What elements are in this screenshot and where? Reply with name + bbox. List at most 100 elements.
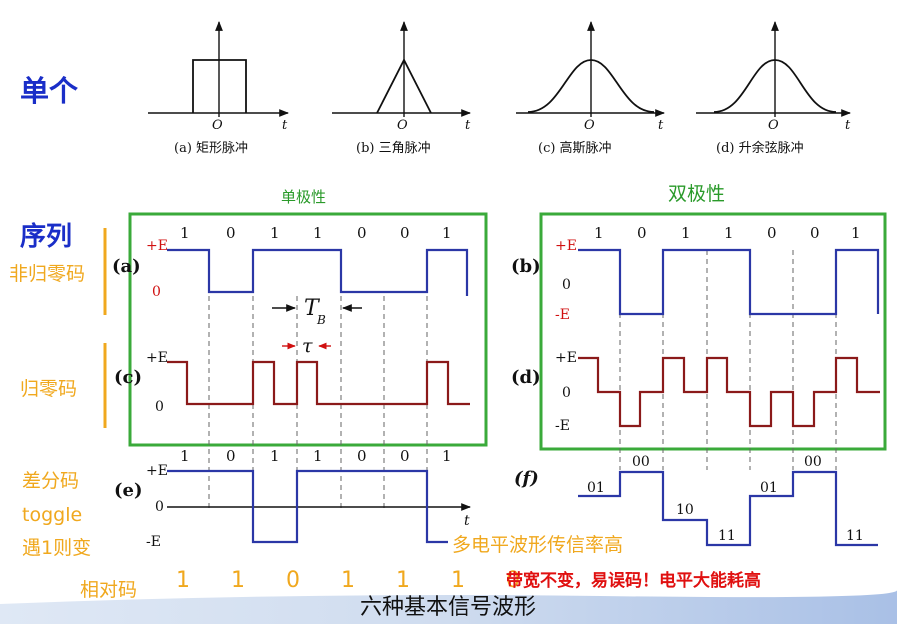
- waveform-differential: [167, 469, 448, 544]
- code-4: 11: [718, 528, 736, 544]
- c-plusE: +E: [146, 350, 168, 366]
- waveform-unipolar-nrz: [167, 248, 469, 296]
- relative-label: 相对码: [80, 579, 137, 601]
- panel-a-label: (a): [112, 256, 141, 277]
- panel-b-label: (b): [511, 256, 541, 277]
- pulse-a-origin: O: [212, 118, 223, 133]
- waveform-unipolar-rz: [167, 360, 470, 406]
- waveform-bipolar-rz: [578, 356, 880, 428]
- bandwidth-note: 带宽不变，易误码！电平大能耗高: [506, 570, 761, 591]
- bit-tr-2: 0: [637, 224, 647, 242]
- nrz-label: 非归零码: [9, 263, 85, 285]
- bit-tr-6: 0: [810, 224, 820, 242]
- bipolar-frame: [539, 212, 887, 451]
- bit-d-2: 0: [226, 447, 236, 465]
- bit-d-4: 1: [313, 447, 323, 465]
- e-zero: 0: [155, 499, 164, 515]
- tau-annotation: τ: [282, 335, 331, 357]
- diff-label-2: toggle: [22, 504, 82, 526]
- code-7: 11: [846, 528, 864, 544]
- d-plusE: +E: [555, 350, 577, 366]
- gaussian-pulse: [527, 59, 655, 113]
- code-1: 01: [587, 480, 605, 496]
- diff-t-label: t: [464, 513, 470, 529]
- level-labels: +E 0 +E 0 +E 0 -E +E 0 -E +E 0 -E: [146, 238, 577, 550]
- pulse-d-t: t: [845, 118, 851, 133]
- bit-row-diff: 1 0 1 1 0 0 1: [180, 447, 452, 465]
- pulse-c-t: t: [658, 118, 664, 133]
- e-minusE: -E: [146, 534, 161, 550]
- unipolar-title: 单极性: [281, 188, 326, 206]
- c-zero: 0: [155, 399, 164, 415]
- pulse-a-t: t: [282, 118, 288, 133]
- tb-subscript: B: [316, 313, 326, 327]
- tb-annotation: T B: [272, 296, 362, 327]
- rz-label: 归零码: [20, 378, 77, 400]
- code-6: 00: [804, 454, 822, 470]
- pulse-a-caption: (a) 矩形脉冲: [174, 141, 248, 156]
- bit-row-top-left: 1 0 1 1 0 0 1: [180, 224, 452, 242]
- bit-tr-3: 1: [681, 224, 691, 242]
- waveform-bipolar-nrz: [578, 248, 880, 316]
- bit-d-3: 1: [270, 447, 280, 465]
- b-minusE: -E: [555, 307, 570, 323]
- a-zero: 0: [152, 284, 161, 300]
- bit-d-5: 0: [357, 447, 367, 465]
- bit-tl-4: 1: [313, 224, 323, 242]
- pulse-b-t: t: [465, 118, 471, 133]
- pulse-c-origin: O: [584, 118, 595, 133]
- b-zero: 0: [562, 277, 571, 293]
- bit-tr-1: 1: [594, 224, 604, 242]
- triangle-pulse: [376, 58, 432, 114]
- bit-row-top-right: 1 0 1 1 0 0 1: [594, 224, 861, 242]
- orange-labels: 非归零码 归零码 差分码 toggle 遇1则变 相对码 1 1 0 1 1 1…: [9, 263, 623, 601]
- pulse-d-origin: O: [768, 118, 779, 133]
- pulse-b-caption: (b) 三角脉冲: [356, 141, 431, 156]
- bit-tl-1: 1: [180, 224, 190, 242]
- relative-digits: 1 1 0 1 1 1 0: [176, 568, 537, 593]
- sequence-title: 序列: [20, 221, 72, 252]
- code-3: 10: [676, 502, 694, 518]
- unipolar-frame: [128, 212, 488, 447]
- bipolar-title: 双极性: [668, 183, 725, 205]
- bit-tr-5: 0: [767, 224, 777, 242]
- bit-tl-6: 0: [400, 224, 410, 242]
- pulse-c-caption: (c) 高斯脉冲: [538, 140, 612, 156]
- tb-symbol: T: [304, 296, 321, 321]
- rect-pulse: [192, 59, 247, 113]
- pulse-b-origin: O: [397, 118, 408, 133]
- single-title: 单个: [20, 74, 79, 108]
- bit-tl-2: 0: [226, 224, 236, 242]
- panel-d-label: (d): [511, 367, 541, 388]
- multilevel-note: 多电平波形传信率高: [452, 534, 623, 556]
- panel-e-label: (e): [114, 480, 143, 501]
- bit-d-7: 1: [442, 447, 452, 465]
- panel-labels: (a) (c) (e) (b) (d) (f): [112, 256, 541, 501]
- bit-d-1: 1: [180, 447, 190, 465]
- diff-label-1: 差分码: [22, 470, 79, 492]
- single-pulse-labels: O t O t O t O t (a) 矩形脉冲 (b) 三角脉冲 (c) 高斯…: [174, 118, 851, 156]
- raised-cosine-pulse: [713, 59, 837, 113]
- panel-f-label: (f): [514, 468, 539, 489]
- bit-tl-7: 1: [442, 224, 452, 242]
- code-2: 00: [632, 454, 650, 470]
- slide-title: 六种基本信号波形: [360, 595, 536, 620]
- a-plusE: +E: [146, 238, 168, 254]
- b-plusE: +E: [555, 238, 577, 254]
- bit-tl-5: 0: [357, 224, 367, 242]
- code-5: 01: [760, 480, 778, 496]
- footer-band: [0, 590, 897, 624]
- single-pulses: [148, 21, 851, 117]
- bit-tr-4: 1: [724, 224, 734, 242]
- d-minusE: -E: [555, 418, 570, 434]
- bit-d-6: 0: [400, 447, 410, 465]
- multilevel-codes: 01 00 10 11 01 00 11: [587, 454, 864, 544]
- bit-tl-3: 1: [270, 224, 280, 242]
- diff-label-3: 遇1则变: [22, 537, 91, 559]
- waveform-multilevel: [578, 470, 878, 547]
- panel-c-label: (c): [114, 367, 142, 388]
- bit-tr-7: 1: [851, 224, 861, 242]
- tau-symbol: τ: [302, 335, 313, 357]
- d-zero: 0: [562, 385, 571, 401]
